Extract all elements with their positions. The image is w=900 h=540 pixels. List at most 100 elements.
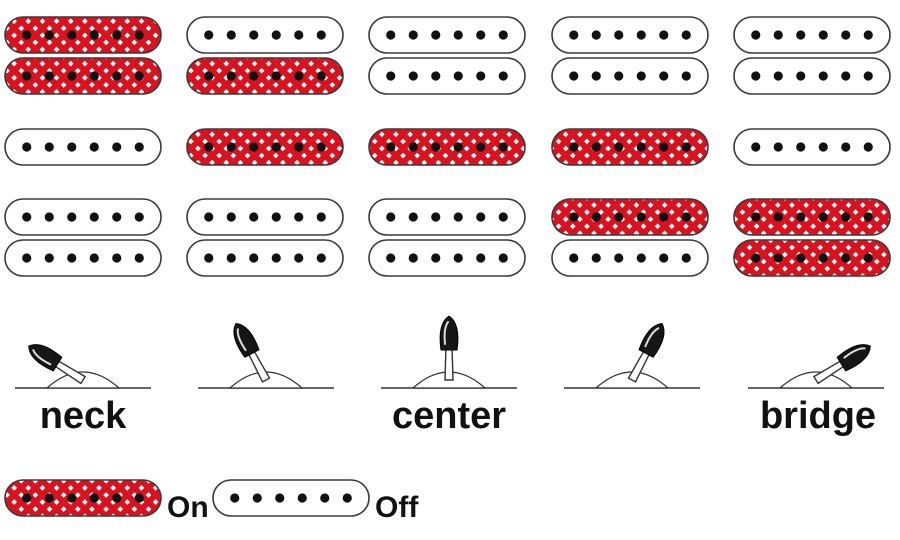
label-bridge: bridge [760, 395, 876, 437]
neck-coil-2 [186, 57, 344, 95]
pole-piece [591, 30, 601, 40]
bridge-coil-2 [4, 239, 162, 277]
coil-body [212, 479, 370, 517]
pole-piece [226, 30, 236, 40]
switch-tip-highlight [443, 321, 449, 345]
pole-piece [204, 30, 214, 40]
pole-piece [453, 253, 463, 263]
pole-piece [796, 30, 806, 40]
pole-piece [636, 71, 646, 81]
pole-piece [569, 71, 579, 81]
pole-piece [841, 142, 851, 152]
pole-piece [112, 253, 122, 263]
switch-center [381, 315, 517, 389]
pole-piece [22, 212, 32, 222]
pole-piece [614, 30, 624, 40]
pole-piece [796, 253, 806, 263]
pole-piece [271, 212, 281, 222]
neck-humbucker [733, 16, 891, 95]
pole-piece [134, 212, 144, 222]
pole-piece [316, 212, 326, 222]
pole-piece [818, 142, 828, 152]
legend-off-coil [212, 479, 370, 517]
coil-body [186, 57, 344, 95]
coil-body [368, 198, 526, 236]
pole-piece [204, 212, 214, 222]
pickup-column-3 [368, 16, 526, 277]
middle-coil [551, 128, 709, 166]
pole-piece [22, 30, 32, 40]
coil-body [733, 16, 891, 54]
pole-piece [89, 142, 99, 152]
pickup-column-4 [551, 16, 709, 277]
pole-piece [796, 71, 806, 81]
pole-piece [22, 142, 32, 152]
legend-on-coil [4, 479, 162, 517]
pole-piece [67, 71, 77, 81]
middle-coil [186, 128, 344, 166]
pole-piece [294, 212, 304, 222]
bridge-coil-1 [733, 198, 891, 236]
pole-piece [818, 212, 828, 222]
pole-piece [44, 493, 54, 503]
coil-body [368, 16, 526, 54]
pole-piece [134, 142, 144, 152]
pole-piece [659, 30, 669, 40]
neck-coil-2 [551, 57, 709, 95]
pole-piece [659, 253, 669, 263]
pole-piece [841, 30, 851, 40]
pickup-column-2 [186, 16, 344, 277]
bridge-coil-2 [186, 239, 344, 277]
middle-coil [368, 128, 526, 166]
pole-piece [681, 30, 691, 40]
pole-piece [252, 493, 262, 503]
bridge-humbucker [186, 198, 344, 277]
pole-piece [614, 71, 624, 81]
pole-piece [569, 253, 579, 263]
pole-piece [134, 30, 144, 40]
bridge-humbucker [551, 198, 709, 277]
pole-piece [294, 142, 304, 152]
switch-tip-highlight [644, 327, 660, 348]
pole-piece [112, 142, 122, 152]
pole-piece [773, 30, 783, 40]
pole-piece [89, 493, 99, 503]
switch-tip-highlight [236, 328, 247, 352]
pole-piece [841, 71, 851, 81]
pole-piece [773, 71, 783, 81]
pole-piece [226, 71, 236, 81]
bridge-coil-1 [186, 198, 344, 236]
bridge-coil-2 [733, 239, 891, 277]
legend-off-coil-shape [212, 479, 370, 517]
middle-coil [4, 128, 162, 166]
coil-body [186, 198, 344, 236]
pole-piece [386, 212, 396, 222]
neck-coil-1 [186, 16, 344, 54]
coil-body [186, 239, 344, 277]
pole-piece [614, 212, 624, 222]
switch-tip [638, 322, 665, 358]
pole-piece [89, 253, 99, 263]
pole-piece [498, 30, 508, 40]
pole-piece [818, 71, 828, 81]
pole-piece [316, 253, 326, 263]
bridge-humbucker [368, 198, 526, 277]
middle-single-coil [551, 128, 709, 166]
pole-piece [476, 142, 486, 152]
pole-piece [773, 142, 783, 152]
bridge-coil-1 [368, 198, 526, 236]
pole-piece [636, 30, 646, 40]
pole-piece [44, 71, 54, 81]
switch-tip-highlight [32, 349, 52, 366]
pole-piece [863, 142, 873, 152]
coil-body [368, 57, 526, 95]
pole-piece [681, 142, 691, 152]
pole-piece [408, 253, 418, 263]
pole-piece [569, 212, 579, 222]
pole-piece [204, 71, 214, 81]
coil-body [4, 479, 162, 517]
pole-piece [431, 253, 441, 263]
selector-switch-row [15, 315, 884, 389]
switch-position-4 [564, 322, 700, 389]
switch-tip-highlight [843, 347, 866, 359]
